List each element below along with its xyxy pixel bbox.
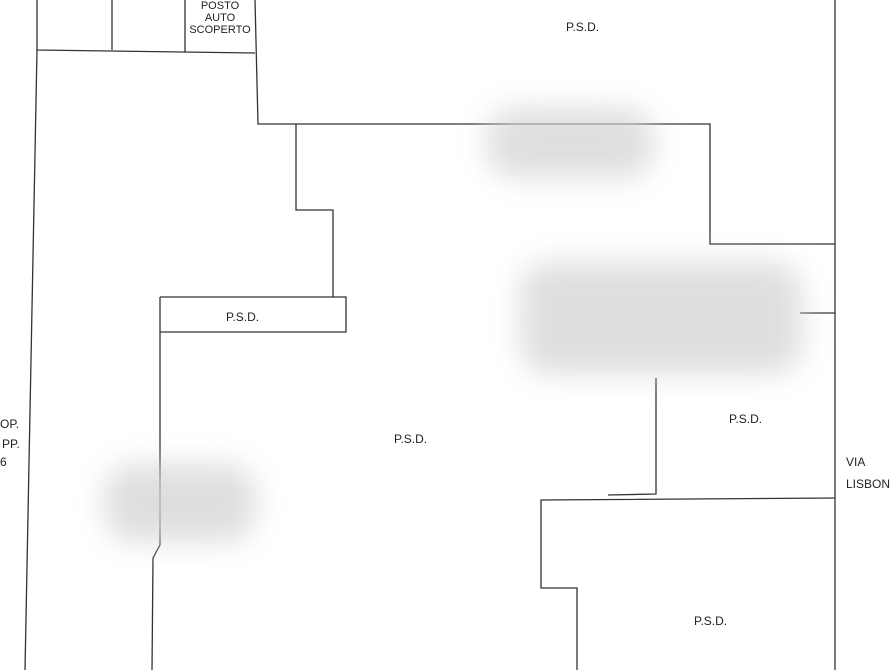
wall — [24, 49, 38, 670]
street-label-2: LISBON — [846, 477, 891, 491]
posto-line-2: AUTO — [204, 12, 236, 24]
psd-label-bottom-right: P.S.D. — [694, 614, 728, 628]
psd-label-center: P.S.D. — [394, 432, 428, 446]
left-fragment-2: PP. — [2, 437, 20, 451]
redacted-area — [486, 108, 654, 178]
psd-label-top: P.S.D. — [566, 20, 600, 34]
wall — [800, 312, 836, 670]
left-fragment-3: 6 — [0, 455, 7, 469]
wall — [295, 124, 334, 297]
posto-auto-label: POSTO AUTO SCOPERTO — [184, 0, 256, 36]
street-label-1: VIA — [846, 455, 866, 469]
wall — [254, 0, 836, 313]
left-fragment-1: OP. — [0, 417, 20, 431]
redacted-area — [104, 464, 256, 542]
posto-line-1: POSTO — [200, 0, 240, 12]
wall — [607, 378, 657, 496]
redacted-area — [520, 262, 802, 374]
wall — [151, 297, 161, 670]
posto-line-3: SCOPERTO — [189, 24, 251, 36]
wall — [160, 296, 347, 333]
wall — [540, 497, 836, 670]
psd-label-right: P.S.D. — [729, 412, 763, 426]
psd-label-left-small: P.S.D. — [226, 310, 260, 324]
